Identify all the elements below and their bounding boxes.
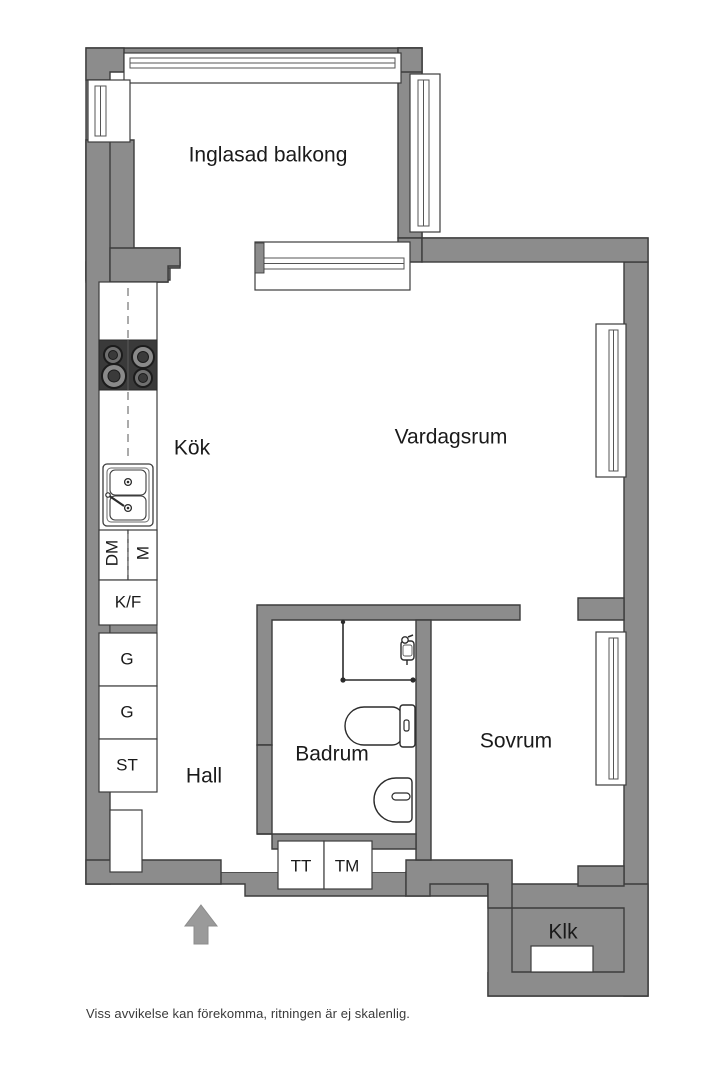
wall-bottom-outer (85, 859, 222, 885)
wall-bathroom-left-lower (256, 744, 273, 835)
storage-box (98, 738, 158, 793)
hall-bench (109, 809, 143, 873)
toilet (344, 704, 416, 748)
room-labels: Inglasad balkong Kök Vardagsrum Hall Bad… (174, 144, 578, 944)
room-label-kitchen: Kök (174, 437, 211, 460)
plan-caption: Viss avvikelse kan förekomma, ritningen … (86, 1006, 411, 1021)
appliance-label-microwave: M (133, 546, 152, 560)
appliance-label-washing-machine: TM (335, 856, 360, 875)
room-label-balcony: Inglasad balkong (189, 144, 348, 167)
appliance-label-fridge-freezer: K/F (115, 592, 141, 611)
appliance-label-dishwasher: DM (102, 540, 121, 566)
tumble-dryer-box (277, 840, 325, 890)
wall-livingroom-step (577, 597, 625, 621)
washbasin (373, 777, 413, 823)
window-livingroom-top (254, 241, 411, 291)
room-label-livingroom: Vardagsrum (395, 426, 508, 449)
wardrobe-2-box (98, 685, 158, 740)
wall-livingroom-top (421, 237, 649, 263)
window-livingroom-right (595, 323, 627, 478)
hall-closets (98, 632, 158, 873)
wall-bottom-outer-3 (487, 883, 649, 997)
room-label-klk: Klk (548, 921, 578, 944)
appliance-labels: DM M K/F G G ST TT TM (102, 540, 359, 876)
window-balcony-right (409, 73, 441, 233)
wall-corner-topleft (85, 47, 125, 81)
wall-stub-kitchen-hall (109, 624, 158, 634)
appliance-label-wardrobe-2: G (120, 702, 133, 721)
room-label-bedroom: Sovrum (480, 730, 552, 753)
appliance-label-tumble-dryer: TT (291, 856, 312, 875)
wall-bedroom-bottom (405, 859, 513, 909)
appliance-label-wardrobe-1: G (120, 649, 133, 668)
wall-bathroom-right (415, 619, 432, 861)
room-label-bathroom: Badrum (295, 743, 369, 766)
klk-shelf (530, 945, 594, 973)
cooktop (98, 339, 158, 391)
windows (87, 52, 627, 786)
entrance-arrow (183, 904, 219, 945)
window-bedroom-right (595, 631, 627, 786)
shower-rail (340, 619, 416, 683)
kitchen-fittings (98, 281, 158, 634)
kitchen-sink (102, 463, 154, 527)
appliance-label-storage: ST (116, 755, 138, 774)
window-balcony-top (123, 52, 402, 84)
room-label-hall: Hall (186, 765, 222, 788)
bathroom-fittings (277, 619, 416, 890)
window-balcony-left (87, 79, 131, 143)
washing-machine-box (323, 840, 373, 890)
wardrobe-1-box (98, 632, 158, 687)
wall-bedroom-step (577, 865, 625, 887)
shower-mixer-icon (400, 634, 415, 665)
fridge-freezer-box (98, 579, 158, 626)
